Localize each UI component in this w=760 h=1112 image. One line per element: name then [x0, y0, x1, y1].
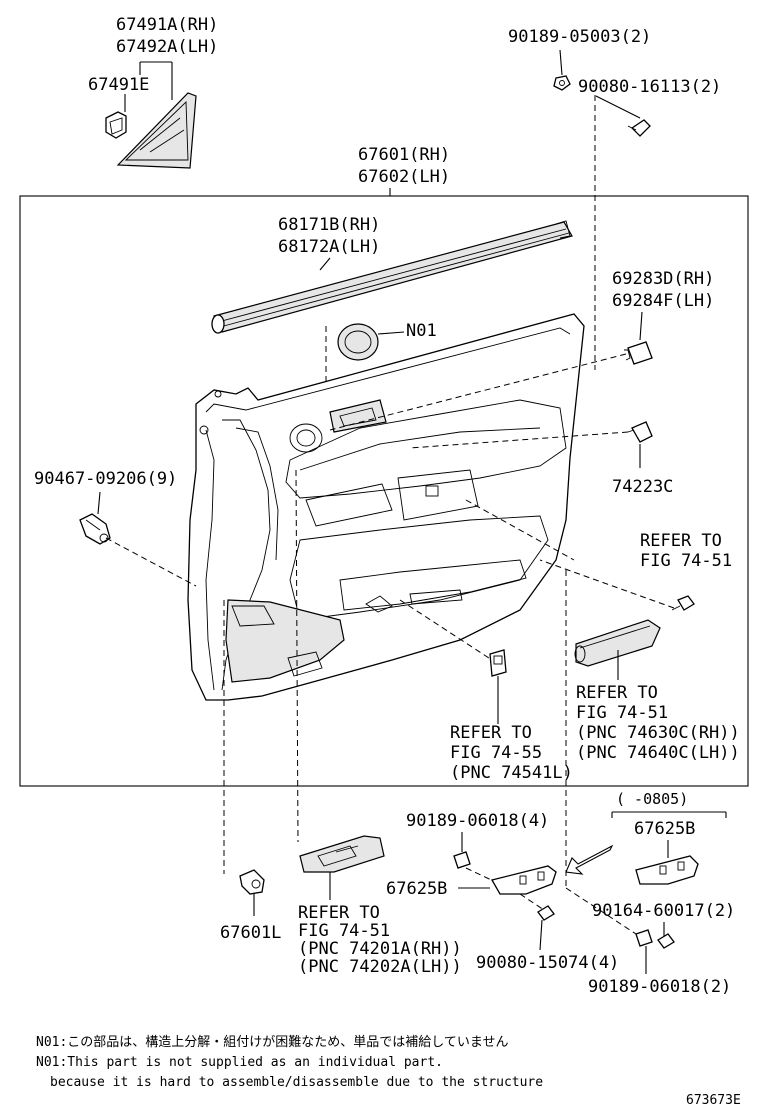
refer-74-51b-line1[interactable]: REFER TO — [576, 683, 658, 703]
cap-part[interactable] — [624, 341, 653, 365]
label-69283D[interactable]: 69283D(RH) — [612, 269, 714, 289]
note-n01-english-line1: N01:This part is not supplied as an indi… — [36, 1055, 443, 1070]
label-67602[interactable]: 67602(LH) — [358, 167, 450, 187]
assembly-frame — [19, 195, 749, 787]
bracket-part-left[interactable] — [491, 865, 557, 895]
switch-part[interactable] — [489, 649, 507, 677]
armrest-part[interactable] — [574, 619, 661, 667]
refer-74-51b-line4[interactable]: (PNC 74640C(LH)) — [576, 743, 740, 763]
note-n01-japanese: N01:この部品は、構造上分解・組付けが困難なため、単品では補給していません — [36, 1034, 509, 1050]
label-67491E[interactable]: 67491E — [88, 75, 149, 95]
label-67491A[interactable]: 67491A(RH) — [116, 15, 218, 35]
screw-part-2[interactable] — [671, 595, 695, 611]
door-clip-part[interactable] — [239, 869, 265, 895]
dashed-guide — [409, 431, 629, 449]
refer-74-55-line1[interactable]: REFER TO — [450, 723, 532, 743]
date-range-label[interactable]: ( -0805) — [616, 790, 688, 808]
label-90189-05003[interactable]: 90189-05003(2) — [508, 27, 651, 47]
refer-74-51b-line2[interactable]: FIG 74-51 — [576, 703, 668, 723]
dashed-guide — [329, 353, 627, 431]
diagram-id: 673673E — [686, 1093, 741, 1108]
dashed-guide — [105, 537, 197, 587]
dashed-guide — [519, 893, 545, 911]
refer-74-51c-line3[interactable]: (PNC 74201A(RH)) — [298, 939, 462, 959]
dashed-guide — [465, 499, 575, 561]
label-67601[interactable]: 67601(RH) — [358, 145, 450, 165]
refer-74-51c-line1[interactable]: REFER TO — [298, 903, 380, 923]
label-90189-06018-4[interactable]: 90189-06018(4) — [406, 811, 549, 831]
label-90164-60017[interactable]: 90164-60017(2) — [592, 901, 735, 921]
screw-part-3[interactable] — [537, 905, 555, 921]
label-67492A[interactable]: 67492A(LH) — [116, 37, 218, 57]
dashed-guide — [399, 599, 493, 661]
nut-part-2[interactable] — [635, 929, 653, 947]
weatherstrip-part[interactable] — [211, 220, 573, 334]
leader-line — [559, 49, 563, 76]
refer-74-51-line2[interactable]: FIG 74-51 — [640, 551, 732, 571]
dashed-guide — [539, 559, 675, 609]
refer-74-55-line3[interactable]: (PNC 74541L) — [450, 763, 573, 783]
corner-garnish-part[interactable] — [105, 92, 197, 169]
label-67625B-right[interactable]: 67625B — [634, 819, 695, 839]
direction-arrow-icon — [565, 844, 614, 875]
clip-nut-part[interactable] — [553, 75, 571, 91]
retainer-part[interactable] — [627, 421, 653, 443]
leader-line — [319, 257, 331, 271]
refer-74-51b-line3[interactable]: (PNC 74630C(RH)) — [576, 723, 740, 743]
leader-line — [97, 491, 101, 515]
refer-74-51c-line4[interactable]: (PNC 74202A(LH)) — [298, 957, 462, 977]
clip-part[interactable] — [79, 513, 111, 545]
door-trim-panel-part[interactable] — [187, 313, 585, 701]
dashed-guide — [565, 887, 637, 935]
leader-line — [595, 95, 641, 119]
label-90189-06018-2[interactable]: 90189-06018(2) — [588, 977, 731, 997]
screw-part-4[interactable] — [657, 933, 675, 949]
leader-line — [377, 331, 405, 335]
label-90467-09206[interactable]: 90467-09206(9) — [34, 469, 177, 489]
refer-74-55-line2[interactable]: FIG 74-55 — [450, 743, 542, 763]
label-68172A[interactable]: 68172A(LH) — [278, 237, 380, 257]
dashed-guide — [295, 469, 299, 843]
label-74223C[interactable]: 74223C — [612, 477, 673, 497]
label-90080-16113[interactable]: 90080-16113(2) — [578, 77, 721, 97]
window-switch-base-part[interactable] — [299, 835, 385, 873]
speaker-grille-part[interactable] — [337, 323, 379, 361]
refer-74-51-line1[interactable]: REFER TO — [640, 531, 722, 551]
label-69284F[interactable]: 69284F(LH) — [612, 291, 714, 311]
refer-74-51c-line2[interactable]: FIG 74-51 — [298, 921, 390, 941]
screw-part[interactable] — [627, 119, 651, 137]
label-68171B[interactable]: 68171B(RH) — [278, 215, 380, 235]
leader-line — [639, 311, 643, 341]
label-67601L[interactable]: 67601L — [220, 923, 281, 943]
nut-part[interactable] — [453, 851, 471, 869]
note-n01-english-line2: because it is hard to assemble/disassemb… — [50, 1075, 543, 1090]
bracket-part-right[interactable] — [635, 855, 699, 885]
label-67625B-left[interactable]: 67625B — [386, 879, 447, 899]
label-N01[interactable]: N01 — [406, 321, 437, 341]
label-90080-15074[interactable]: 90080-15074(4) — [476, 953, 619, 973]
leader-line — [539, 919, 543, 951]
